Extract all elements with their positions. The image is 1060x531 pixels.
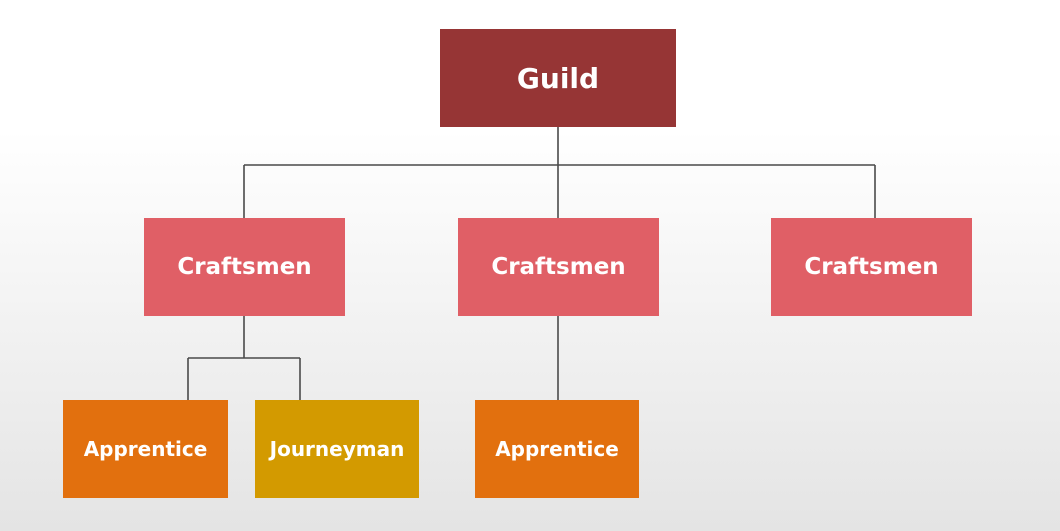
craftsmen-label-3: Craftsmen xyxy=(804,254,939,280)
apprentice-node-1: Apprentice xyxy=(63,400,228,498)
guild-label: Guild xyxy=(516,61,600,95)
apprentice-label-2: Apprentice xyxy=(495,437,619,461)
guild-node: Guild xyxy=(440,29,676,127)
journeyman-node: Journeyman xyxy=(255,400,419,498)
craftsmen-node-1: Craftsmen xyxy=(144,218,345,316)
apprentice-node-2: Apprentice xyxy=(475,400,639,498)
apprentice-label-1: Apprentice xyxy=(83,437,208,461)
journeyman-label: Journeyman xyxy=(269,437,405,461)
craftsmen-node-3: Craftsmen xyxy=(771,218,972,316)
craftsmen-label-2: Craftsmen xyxy=(491,254,626,280)
craftsmen-label-1: Craftsmen xyxy=(177,254,312,280)
craftsmen-node-2: Craftsmen xyxy=(458,218,659,316)
